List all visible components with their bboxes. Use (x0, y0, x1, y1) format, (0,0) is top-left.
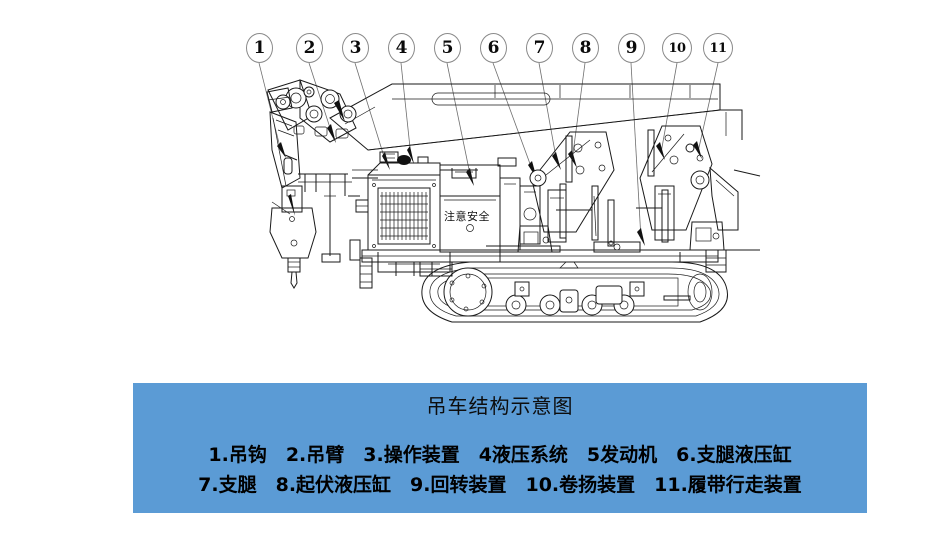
leader-lines (258, 62, 719, 240)
callout-3[interactable]: 3 (342, 33, 369, 63)
callout-7[interactable]: 7 (526, 33, 553, 63)
callout-2-label: 2 (303, 37, 316, 58)
callout-7-label: 7 (533, 37, 546, 58)
hydraulic-cylinders (556, 183, 669, 247)
callout-9[interactable]: 9 (618, 33, 645, 63)
legend-line-2: 7.支腿 8.起伏液压缸 9.回转装置 10.卷扬装置 11.履带行走装置 (198, 474, 802, 496)
legend-line-1: 1.吊钩 2.吊臂 3.操作装置 4液压系统 5发动机 6.支腿液压缸 (208, 444, 792, 466)
auxiliary-jib (269, 111, 303, 213)
callout-5[interactable]: 5 (434, 33, 461, 63)
callout-1[interactable]: 1 (246, 33, 273, 63)
machine-safety-decal: 注意安全 (444, 210, 490, 223)
slew-deck (361, 241, 719, 276)
callout-9-label: 9 (625, 37, 638, 58)
callout-8-label: 8 (579, 37, 592, 58)
caption-title: 吊车结构示意图 (426, 394, 574, 418)
callout-10[interactable]: 10 (662, 33, 692, 63)
outrigger-arm-right (639, 125, 739, 251)
callout-5-label: 5 (441, 37, 454, 58)
main-boom (329, 83, 721, 151)
callout-10-label: 10 (668, 40, 686, 56)
base-frame (499, 252, 681, 262)
callout-2[interactable]: 2 (296, 33, 323, 63)
callout-4-label: 4 (395, 37, 408, 58)
callout-6-label: 6 (487, 37, 500, 58)
boom-foot-links (298, 169, 378, 196)
callout-11-label: 11 (709, 40, 727, 56)
callout-6[interactable]: 6 (480, 33, 507, 63)
callout-1-label: 1 (253, 37, 266, 58)
crawler-track (421, 261, 728, 323)
front-support-detail (321, 195, 727, 289)
rear-frame-lines (718, 109, 761, 251)
callout-11[interactable]: 11 (703, 33, 733, 63)
callout-8[interactable]: 8 (572, 33, 599, 63)
legend-list: 1.吊钩 2.吊臂 3.操作装置 4液压系统 5发动机 6.支腿液压缸 7.支腿… (133, 442, 867, 499)
engine-house (439, 157, 541, 253)
callout-4[interactable]: 4 (388, 33, 415, 63)
caption-panel: 吊车结构示意图 1.吊钩 2.吊臂 3.操作装置 4液压系统 5发动机 6.支腿… (133, 383, 867, 513)
operator-cab (355, 151, 441, 251)
cab-grille (380, 192, 428, 240)
hook-block (269, 194, 317, 289)
boom-head-sheaves (266, 79, 357, 143)
callout-3-label: 3 (349, 37, 362, 58)
